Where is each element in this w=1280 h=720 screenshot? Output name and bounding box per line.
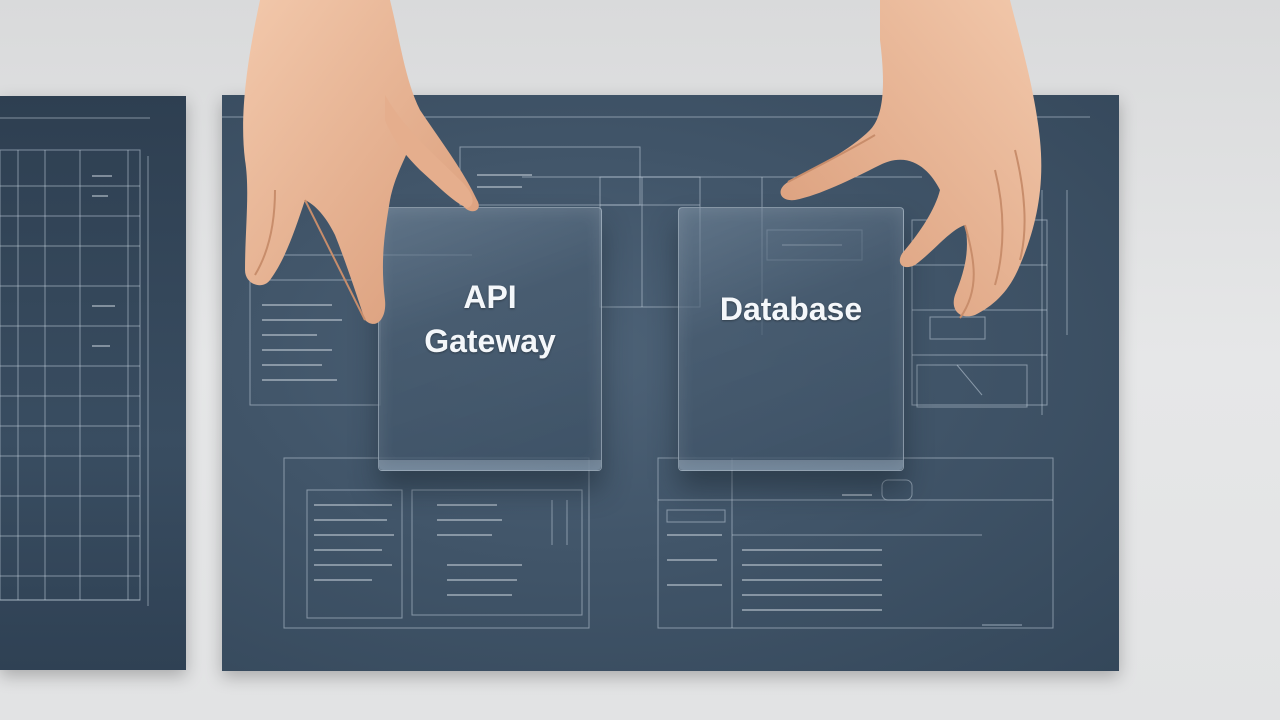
blueprint-sheet-left: [0, 96, 186, 670]
api-gateway-block[interactable]: API Gateway: [378, 207, 602, 471]
hand-right-icon: [760, 0, 1060, 330]
database-label: Database: [719, 291, 863, 327]
hand-left-icon: [215, 0, 490, 345]
api-gateway-label: API Gateway: [424, 279, 556, 359]
blueprint-left-lines: [0, 117, 150, 606]
database-block[interactable]: Database: [678, 207, 904, 471]
